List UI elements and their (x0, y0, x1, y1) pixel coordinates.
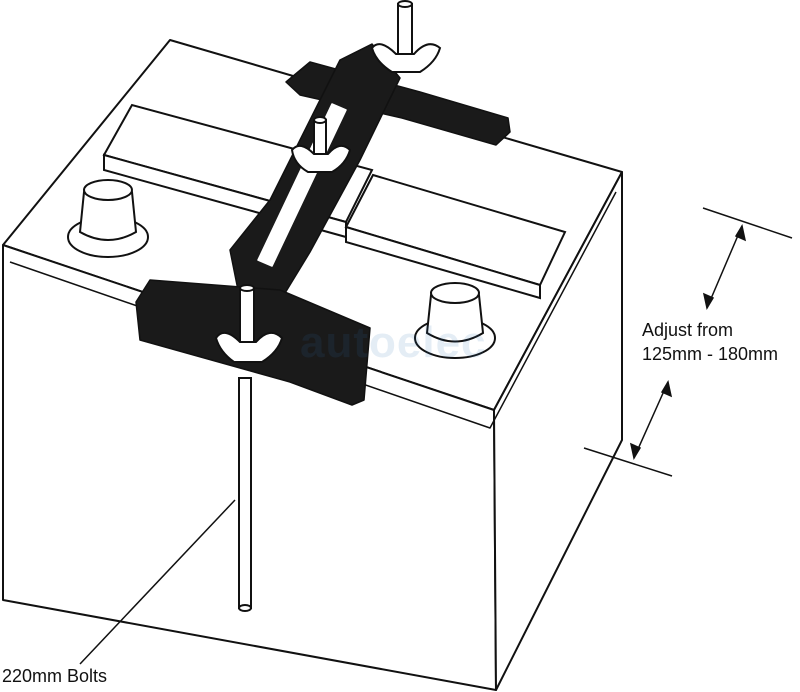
adjust-dimension (583, 207, 793, 477)
battery-side-face (493, 171, 623, 691)
battery-terminal-left (67, 179, 149, 258)
adjust-range-label: Adjust from 125mm - 180mm (642, 318, 778, 366)
wing-nut-top (370, 0, 442, 73)
bolts-label: 220mm Bolts (2, 666, 108, 686)
battery-terminal-right (414, 282, 496, 359)
wing-nut-bottom (214, 284, 284, 363)
adjust-label-line1: Adjust from (642, 320, 734, 340)
wing-nut-middle (290, 116, 352, 173)
bolts-leader-line (79, 499, 236, 665)
watermark-logo: autoelec (300, 318, 487, 367)
adjust-label-line2: 125mm - 180mm (642, 344, 779, 364)
long-bolt (238, 377, 252, 612)
